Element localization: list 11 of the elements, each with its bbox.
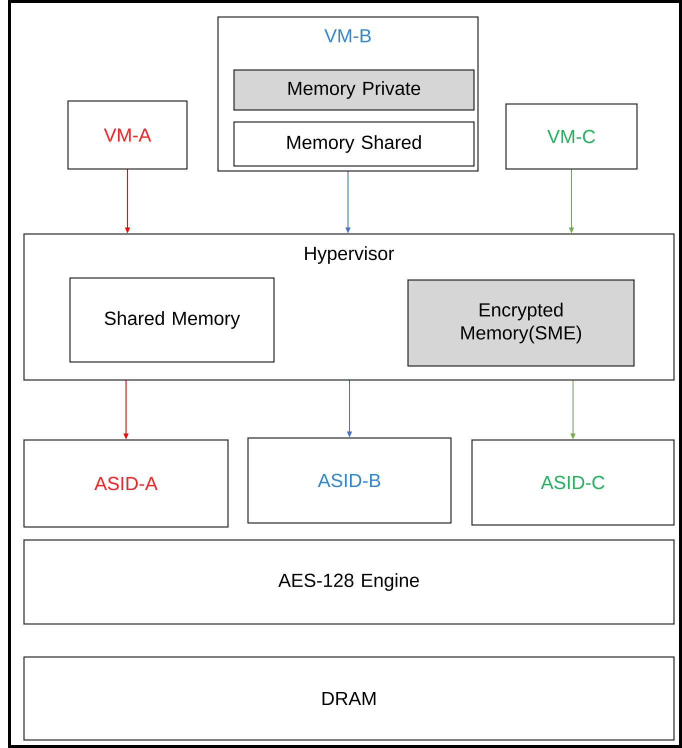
process-box: ASID-A [24, 440, 228, 528]
process-box: Memory Shared [234, 122, 474, 166]
process-box: VM-A [68, 100, 188, 170]
memory-box: Encrypted Memory(SME) [408, 280, 634, 366]
process-box: ASID-B [248, 438, 452, 524]
memory-box: Memory Private [234, 70, 474, 110]
process-box: AES-128 Engine [24, 540, 674, 624]
process-box: DRAM [24, 656, 674, 740]
process-box: VM-C [506, 104, 638, 170]
process-box: ASID-C [472, 440, 674, 526]
process-box: Shared Memory [70, 278, 274, 362]
